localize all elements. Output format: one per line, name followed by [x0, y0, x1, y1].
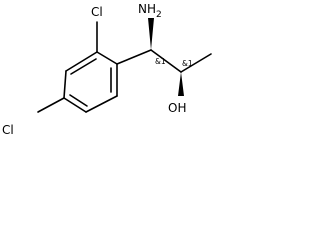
ring-double-bond-c2-c3 — [70, 58, 97, 75]
chemical-structure: Cl Cl NH2 OH &1 &1 — [2, 2, 212, 137]
ring-bond-c2-c3 — [65, 51, 98, 72]
bond-c2-to-methyl — [180, 53, 212, 73]
ring-bond-c3-c4 — [63, 70, 67, 99]
ring-double-bond-c4-c5 — [69, 94, 88, 107]
wedge-bond-c1-nh2 — [148, 18, 154, 50]
stereo-label-c2: &1 — [182, 59, 193, 68]
atom-label-cl-ortho: Cl — [91, 5, 103, 19]
stereo-label-c1: &1 — [155, 57, 166, 66]
bond-ring-to-cl-para — [37, 97, 65, 113]
atom-label-nh2: NH2 — [138, 2, 162, 20]
ring-bond-c4-c5 — [63, 97, 87, 113]
atom-label-cl-para: Cl — [2, 123, 14, 137]
wedge-bond-c2-oh — [178, 72, 184, 96]
atom-label-oh: OH — [168, 101, 186, 115]
ring-bond-c5-c6 — [85, 95, 118, 113]
bond-c1-to-c2 — [150, 49, 182, 73]
benzene-ring — [63, 51, 118, 113]
bond-ring-to-chiral-c1 — [116, 49, 152, 65]
ring-bond-c1-c2 — [96, 51, 118, 65]
